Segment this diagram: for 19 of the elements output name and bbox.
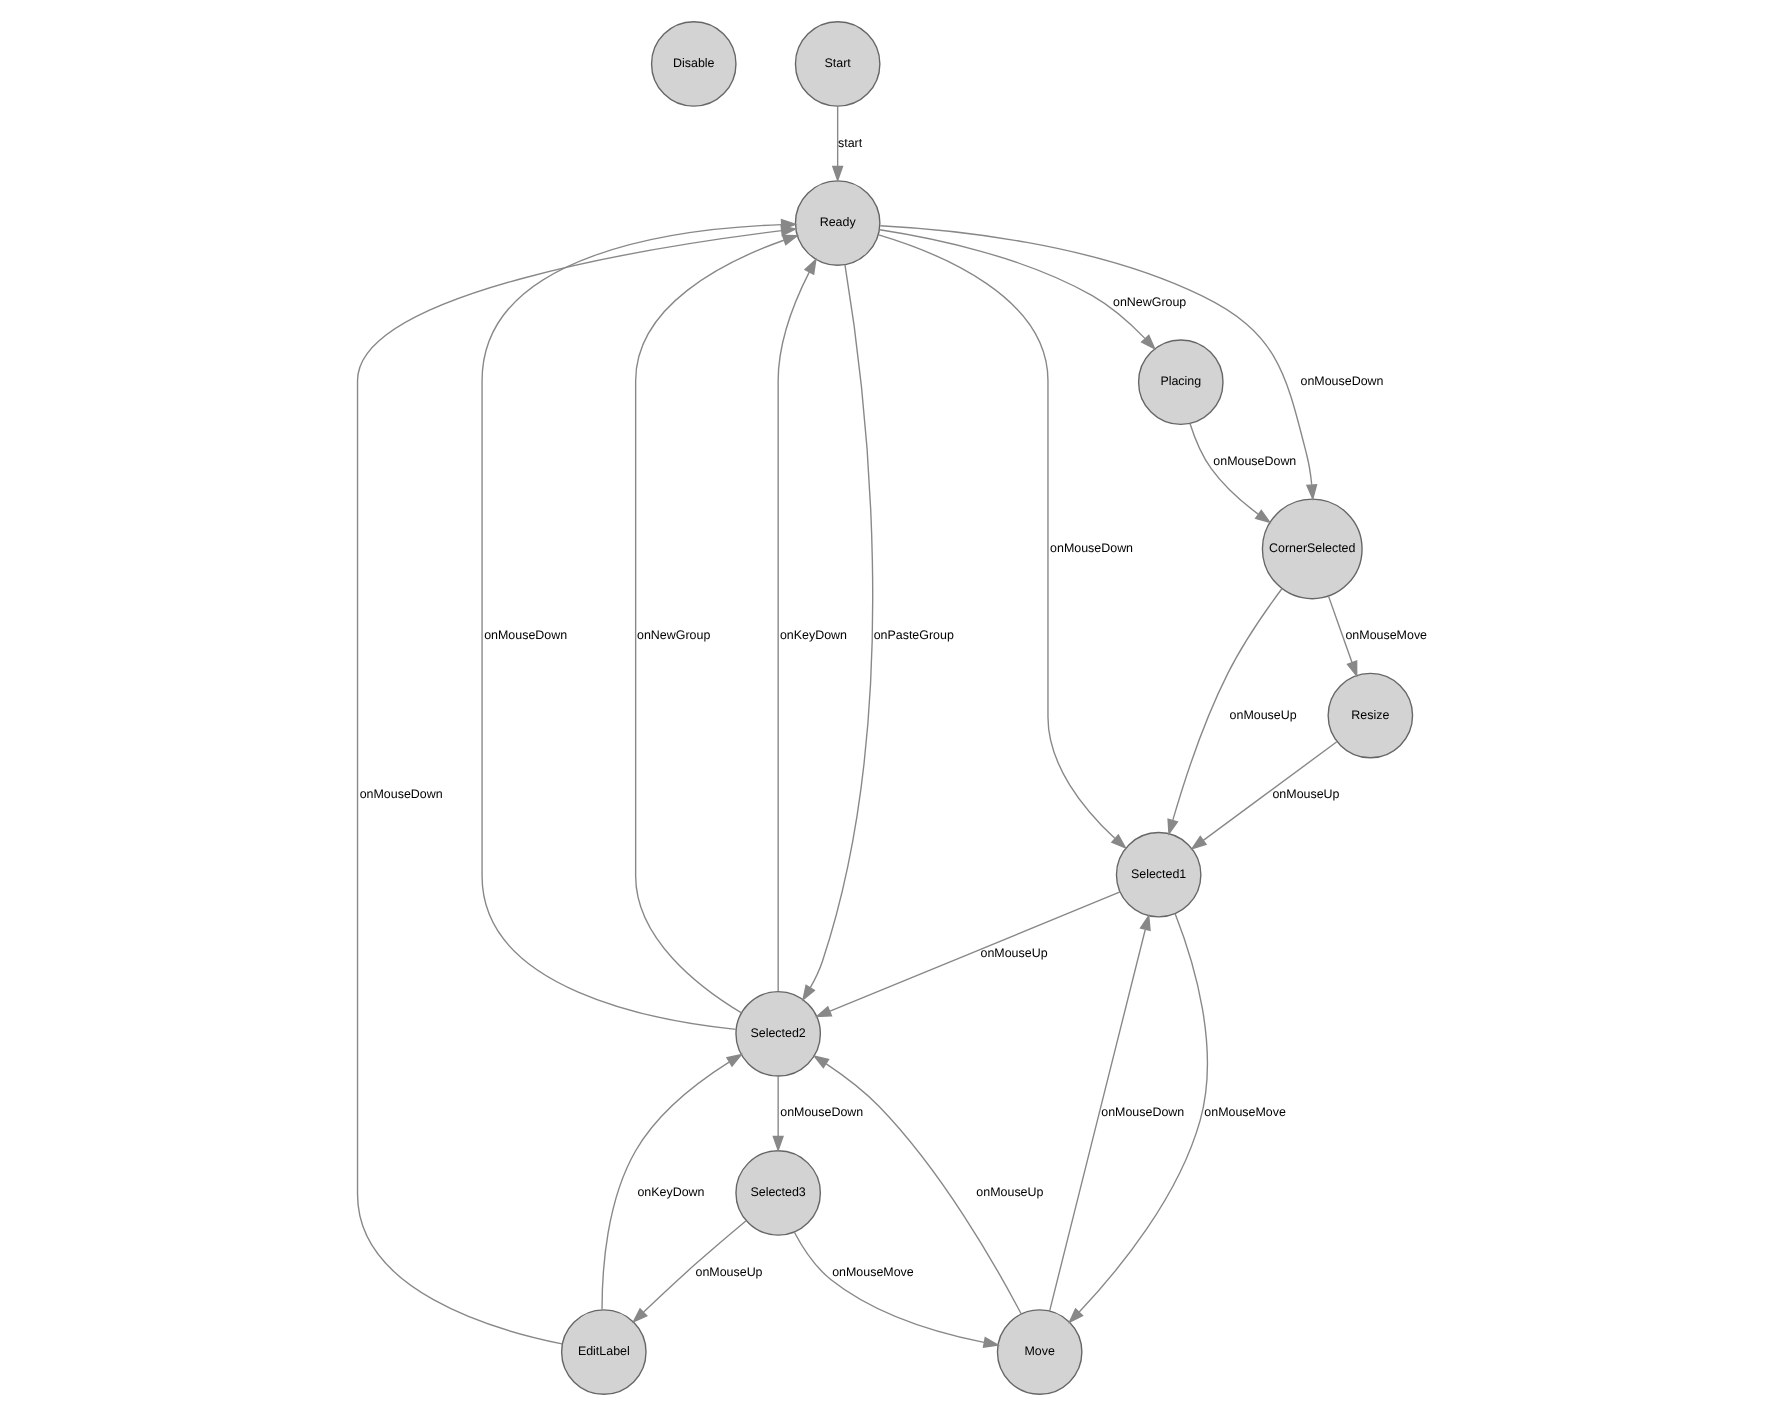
arrow: [814, 891, 1121, 1018]
arrow: [801, 264, 874, 1002]
arrow: [1068, 913, 1209, 1324]
arrow: [772, 1075, 784, 1153]
arrow: [1167, 587, 1283, 836]
arrow: [831, 105, 844, 183]
arrow: [879, 225, 1318, 501]
arrow: [1189, 422, 1272, 524]
arrow: [777, 257, 817, 992]
arrow: [601, 1053, 744, 1311]
arrow: [879, 229, 1157, 351]
arrow: [878, 234, 1127, 850]
arrow: [634, 234, 800, 1014]
arrow: [812, 1054, 1022, 1315]
arrow: [631, 1219, 747, 1324]
arrow: [1190, 741, 1338, 850]
arrow: [793, 1231, 1001, 1349]
arrow: [1327, 595, 1358, 678]
arrow: [1048, 913, 1151, 1312]
